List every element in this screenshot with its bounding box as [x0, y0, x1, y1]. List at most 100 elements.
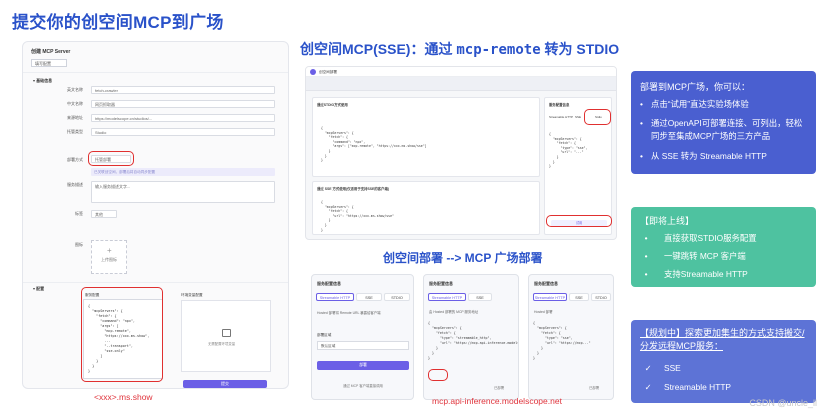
card-title: 通过 SSE 方式使用(仅适用于支持SSE的客户端) — [317, 187, 389, 191]
list-item: •点击“试用”直达实验场体验 — [640, 99, 749, 109]
footer-text: 已部署 — [494, 386, 505, 390]
card-title: 通过STDIO方式使用 — [317, 103, 348, 107]
tab-streamable-http[interactable]: Streamable HTTP — [316, 293, 354, 301]
notice-text: 由 Hosted 部署的 MCP 服务地址 — [429, 310, 479, 314]
hosting-type-select[interactable]: Studio — [91, 128, 275, 136]
deploy-shot-2: 服务配置信息 Streamable HTTP SSE 由 Hosted 部署的 … — [423, 274, 519, 400]
panel-title: 【规划中】探索更加集生的方式支持搬交/分发远程MCP服务： — [640, 328, 805, 351]
panel-coming-soon: 【即将上线】 •直接获取STDIO服务配置 •一键跳转 MCP 客户端 •支持S… — [631, 207, 816, 287]
bullet-icon: • — [640, 251, 648, 261]
panel-title: 【即将上线】 — [640, 216, 695, 226]
highlight-box — [88, 151, 134, 166]
divider — [23, 72, 288, 73]
description-textarea[interactable]: 输入服务描述文字... — [91, 181, 275, 203]
mid-title: 创空间MCP(SSE)：通过 mcp-remote 转为 STDIO — [300, 39, 619, 59]
list-item: •支持Streamable HTTP — [640, 269, 748, 279]
try-button[interactable]: 试用 — [551, 220, 607, 227]
deploy-mode-select[interactable]: 托管部署 — [91, 155, 131, 163]
list-item: ✓SSE — [640, 363, 681, 373]
panel-title: 部署到MCP广场，你可以： — [640, 82, 751, 92]
side-tab[interactable]: Streamable HTTP — [549, 115, 574, 119]
stdio-code: { "mcpServers": { "fetch": { "command": … — [321, 126, 427, 163]
highlight-box — [546, 215, 612, 227]
submit-button[interactable]: 提交 — [183, 380, 267, 388]
side-config-card: 服务配置信息 Streamable HTTP SSE Stdio { "mcpS… — [544, 97, 612, 235]
left-caption: <xxx>.ms.show — [94, 392, 153, 402]
icon-upload[interactable]: + 上传图标 — [91, 240, 127, 274]
preview-area: 无需配置环境变量 — [181, 300, 271, 372]
form-header: 创建 MCP Server — [31, 49, 71, 55]
mid-subtitle: 创空间部署 --> MCP 广场部署 — [383, 251, 543, 265]
check-icon: ✓ — [640, 382, 652, 392]
select-label: 部署区域 — [317, 333, 332, 337]
tag-select[interactable]: 其他 — [91, 210, 117, 218]
divider — [23, 282, 288, 283]
tab-sse[interactable]: SSE — [356, 293, 382, 301]
source-url-input[interactable]: https://modelscope.cn/studios/... — [91, 114, 275, 122]
hint-banner: 已关联创空间，部署后将自动同步配置 — [91, 168, 275, 176]
field-label: 托管类型 — [67, 129, 83, 134]
tab-streamable-http[interactable]: Streamable HTTP — [428, 293, 466, 301]
deploy-shot-1: 服务配置信息 Streamable HTTP SSE STDIO Hosted … — [311, 274, 414, 400]
tab-sse[interactable]: SSE — [569, 293, 589, 301]
bullet-icon: • — [640, 269, 648, 279]
list-item: •一键跳转 MCP 客户端 — [640, 251, 746, 261]
chinese-name-input[interactable]: 网页抓取器 — [91, 100, 275, 108]
preview-title: 环境变量配置 — [181, 293, 203, 297]
app-name: 创空间部署 — [319, 70, 337, 74]
shot-title: 服务配置信息 — [317, 281, 341, 286]
tab-stdio[interactable]: STDIO — [591, 293, 611, 301]
field-label: 图标 — [75, 242, 83, 247]
section-basic-label: ▾ 基础信息 — [33, 78, 53, 83]
bottom-caption: mcp.api-inference.modelscope.net — [432, 396, 562, 406]
panel-planned: 【规划中】探索更加集生的方式支持搬交/分发远程MCP服务： ✓SSE ✓Stre… — [631, 320, 816, 403]
footer-text: 通过 MCP 客户端直接调用 — [343, 384, 383, 388]
plus-icon: + — [107, 246, 112, 255]
bullet-icon: • — [640, 99, 643, 109]
side-title: 服务配置信息 — [549, 103, 570, 107]
upload-label: 上传图标 — [101, 257, 117, 262]
list-item: ✓Streamable HTTP — [640, 382, 732, 392]
list-item: •直接获取STDIO服务配置 — [640, 233, 757, 243]
logo-icon — [310, 69, 316, 75]
side-code: { "mcpServers": { "fetch": { "type": "ss… — [549, 132, 588, 169]
list-item: •从 SSE 转为 Streamable HTTP — [640, 151, 767, 161]
mid-title-prefix: 创空间MCP(SSE)：通过 — [300, 41, 457, 57]
side-tab[interactable]: Stdio — [595, 115, 602, 119]
bullet-icon: • — [640, 118, 643, 128]
tab-stdio[interactable]: STDIO — [384, 293, 410, 301]
tab-sse[interactable]: SSE — [468, 293, 492, 301]
notice-text: Hosted 部署将 Remote URL 暴露给客户端 — [317, 311, 381, 315]
config-code-editor[interactable]: { "mcpServers": { "fetch": { "command": … — [83, 299, 163, 379]
english-name-input[interactable]: fetch-crawler — [91, 86, 275, 94]
deploy-button[interactable]: 部署 — [317, 361, 409, 370]
field-label: 中文名称 — [67, 101, 83, 106]
stdio-card: 通过STDIO方式使用 { "mcpServers": { "fetch": {… — [312, 97, 540, 177]
highlight-box — [428, 369, 448, 381]
mid-title-code: mcp-remote — [456, 42, 541, 58]
sse-code: { "mcpServers": { "fetch": { "url": "htt… — [321, 200, 394, 232]
watermark: CSDN @uncle_ll — [749, 398, 817, 408]
field-label: 部署方式 — [67, 157, 83, 162]
service-config-code: { "mcpServers": { "fetch": { "type": "ss… — [533, 321, 591, 360]
bullet-icon: • — [640, 151, 643, 161]
highlight-box — [584, 109, 611, 125]
bullet-icon: • — [640, 233, 648, 243]
slide-title: 提交你的创空间MCP到广场 — [12, 13, 224, 32]
section-config-label: ▾ 配置 — [33, 286, 45, 291]
field-label: 标签 — [75, 211, 83, 216]
sse-card: 通过 SSE 方式使用(仅适用于支持SSE的客户端) { "mcpServers… — [312, 181, 540, 235]
document-icon — [222, 329, 231, 337]
highlight-box — [81, 287, 163, 382]
footer-text: 已部署 — [589, 386, 600, 390]
side-tab[interactable]: SSE — [575, 115, 582, 119]
form-tab[interactable]: 填写配置 — [31, 59, 67, 67]
panel-deploy-benefits: 部署到MCP广场，你可以： •点击“试用”直达实验场体验 •通过OpenAPI可… — [631, 71, 816, 174]
list-item: •通过OpenAPI可部署连接、可列出，轻松同步至集成MCP广场的三方产品 — [640, 118, 803, 141]
region-select[interactable]: 默认区域 — [317, 341, 409, 350]
config-title: 服务配置 — [85, 293, 100, 297]
app-topbar: 创空间部署 — [306, 67, 616, 77]
field-label: 服务描述 — [67, 182, 83, 187]
deploy-shot-3: 服务配置信息 Streamable HTTP SSE STDIO Hosted … — [528, 274, 614, 400]
tab-streamable-http[interactable]: Streamable HTTP — [533, 293, 567, 301]
